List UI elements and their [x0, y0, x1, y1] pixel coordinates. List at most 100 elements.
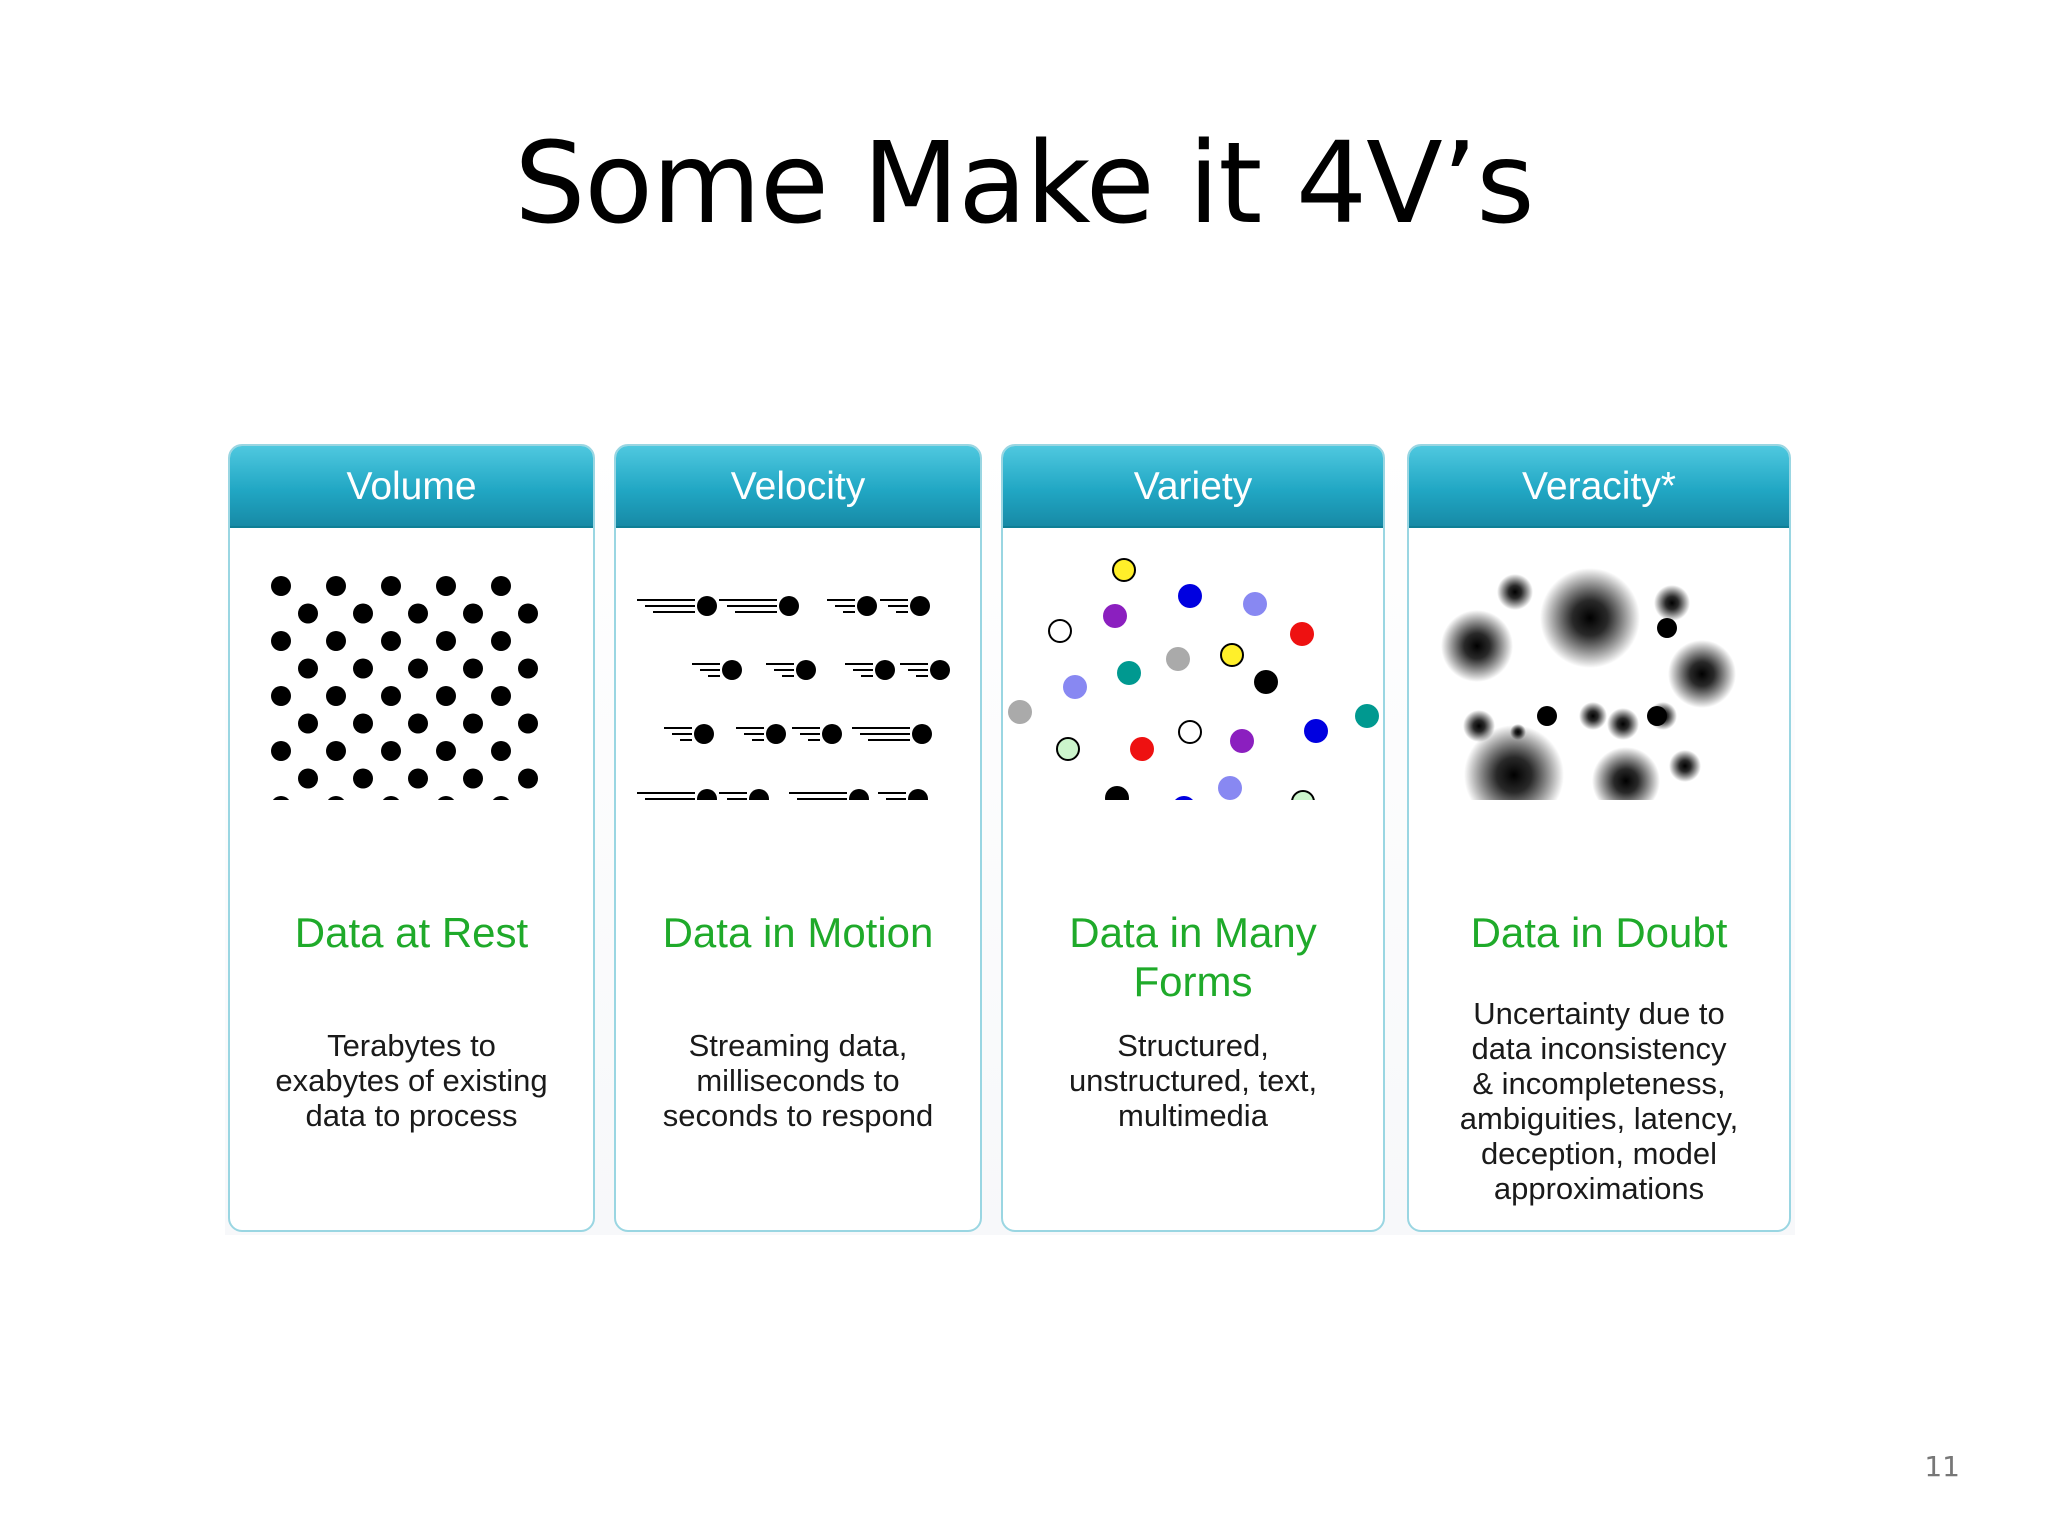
- grid-dot: [493, 796, 509, 800]
- grid-dot: [353, 603, 373, 624]
- grid-dot: [491, 686, 511, 706]
- grid-dot: [326, 686, 346, 706]
- subtitle-line: Data in Doubt: [1470, 909, 1728, 956]
- grid-dot: [408, 768, 428, 789]
- description-line: unstructured, text,: [1068, 1063, 1318, 1098]
- grid-dot: [491, 741, 511, 761]
- card-header-veracity: Veracity*: [1409, 446, 1789, 528]
- grid-dot: [381, 631, 401, 651]
- description-line: ambiguities, latency,: [1459, 1101, 1739, 1136]
- variety-dot: [1291, 790, 1315, 800]
- sharp-dot: [1537, 706, 1557, 726]
- motion-dot: [766, 724, 786, 744]
- motion-dot: [822, 724, 842, 744]
- grid-dot: [463, 658, 483, 679]
- grid-dot: [408, 603, 428, 624]
- variety-dot: [1063, 675, 1087, 699]
- description-line: deception, model: [1480, 1136, 1718, 1171]
- motion-dot: [697, 596, 717, 616]
- grid-dot: [463, 713, 483, 734]
- description-line: data to process: [305, 1098, 518, 1133]
- grid-dot: [381, 576, 401, 596]
- grid-dot: [518, 713, 538, 734]
- motion-dot: [912, 724, 932, 744]
- variety-dot: [1105, 786, 1129, 800]
- fuzzy-dot: [1540, 568, 1640, 668]
- card-description-variety: Structured, unstructured, text, multimed…: [1003, 1028, 1383, 1133]
- grid-dot: [298, 713, 318, 734]
- description-line: milliseconds to: [696, 1063, 900, 1098]
- variety-dot: [1355, 704, 1379, 728]
- grid-dot: [326, 631, 346, 651]
- variety-dot: [1112, 558, 1136, 582]
- grid-dot: [326, 576, 346, 596]
- variety-dot: [1243, 592, 1267, 616]
- grid-dot: [438, 796, 454, 800]
- card-description-volume: Terabytes to exabytes of existing data t…: [230, 1028, 593, 1133]
- motion-dot: [796, 660, 816, 680]
- variety-dot: [1218, 776, 1242, 800]
- description-line: multimedia: [1118, 1098, 1268, 1133]
- grid-dot: [518, 603, 538, 624]
- card-subtitle-velocity: Data in Motion: [616, 908, 980, 957]
- motion-dot: [857, 596, 877, 616]
- grid-dot: [353, 768, 373, 789]
- grid-dot: [491, 631, 511, 651]
- grid-dot: [408, 713, 428, 734]
- description-line: & incompleteness,: [1472, 1066, 1726, 1101]
- subtitle-line: Forms: [1133, 958, 1253, 1005]
- grid-dot: [491, 576, 511, 596]
- variety-dot: [1304, 719, 1328, 743]
- motion-dot: [697, 789, 717, 800]
- grid-dot: [298, 768, 318, 789]
- grid-dot: [518, 768, 538, 789]
- dense-dot-grid-icon: [271, 576, 538, 800]
- grid-dot: [463, 603, 483, 624]
- variety-dot: [1130, 737, 1154, 761]
- description-line: Terabytes to: [327, 1028, 496, 1063]
- card-description-veracity: Uncertainty due to data inconsistency & …: [1409, 996, 1789, 1206]
- card-description-velocity: Streaming data, milliseconds to seconds …: [616, 1028, 980, 1133]
- fuzzy-dot: [1654, 585, 1690, 621]
- slide-title: Some Make it 4V’s: [514, 119, 1534, 249]
- variety-dot: [1178, 584, 1202, 608]
- card-subtitle-variety: Data in Many Forms: [1003, 908, 1383, 1006]
- grid-dot: [271, 741, 291, 761]
- variety-dot: [1048, 619, 1072, 643]
- moving-dots-icon: [637, 596, 950, 800]
- grid-dot: [273, 796, 289, 800]
- variety-dot: [1220, 643, 1244, 667]
- grid-dot: [436, 631, 456, 651]
- variety-dot: [1056, 737, 1080, 761]
- subtitle-line: Data at Rest: [294, 909, 529, 956]
- subtitle-line: Data in Many: [1069, 909, 1317, 956]
- card-header-variety: Variety: [1003, 446, 1383, 528]
- fuzzy-dot: [1464, 725, 1564, 800]
- motion-dot: [910, 596, 930, 616]
- motion-dot: [779, 596, 799, 616]
- card-variety: Variety Data in Many Forms Structured, u…: [1001, 444, 1385, 1232]
- card-subtitle-veracity: Data in Doubt: [1409, 908, 1789, 957]
- description-line: data inconsistency: [1471, 1031, 1727, 1066]
- motion-dot: [749, 789, 769, 800]
- grid-dot: [271, 576, 291, 596]
- grid-dot: [326, 741, 346, 761]
- page-number: 11: [1924, 1450, 1960, 1483]
- sharp-dot: [1647, 706, 1667, 726]
- variety-dot: [1178, 720, 1202, 744]
- card-veracity: Veracity* Data in Doubt Uncertainty due …: [1407, 444, 1791, 1232]
- grid-dot: [381, 741, 401, 761]
- description-line: approximations: [1493, 1171, 1705, 1206]
- grid-dot: [463, 768, 483, 789]
- grid-dot: [353, 658, 373, 679]
- grid-dot: [436, 576, 456, 596]
- variety-dot: [1103, 604, 1127, 628]
- description-line: Streaming data,: [688, 1028, 908, 1063]
- fuzzy-dot: [1579, 702, 1607, 730]
- grid-dot: [298, 658, 318, 679]
- grid-dot: [408, 658, 428, 679]
- fuzzy-dot: [1497, 574, 1533, 610]
- card-header-volume: Volume: [230, 446, 593, 528]
- motion-dot: [908, 789, 928, 800]
- motion-dot: [694, 724, 714, 744]
